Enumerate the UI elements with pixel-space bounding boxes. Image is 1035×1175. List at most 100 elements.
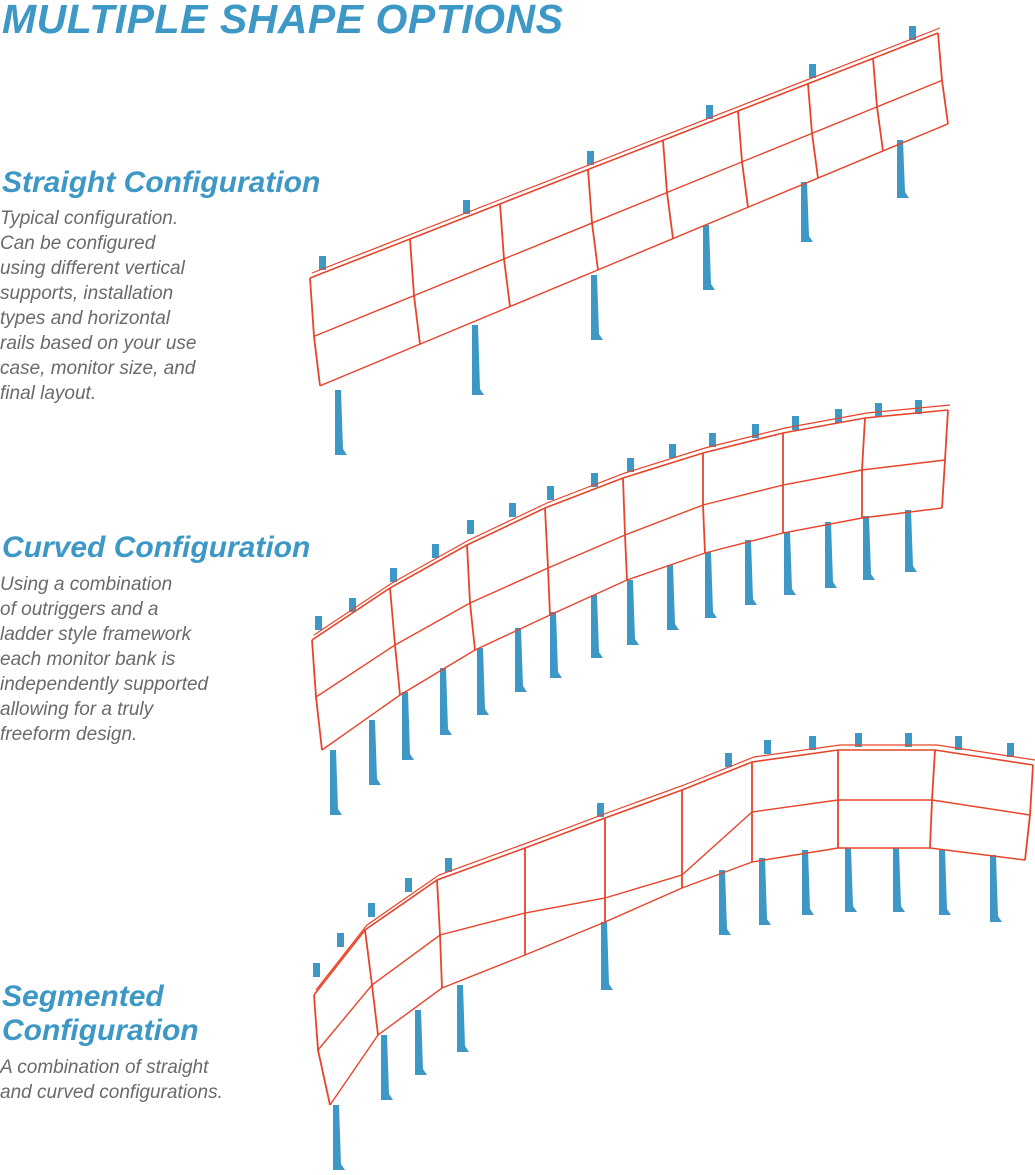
description-line: freeform design. (0, 724, 138, 745)
description-line: case, monitor size, and (0, 358, 196, 379)
support-post-top (809, 736, 816, 750)
support-post (905, 510, 917, 572)
support-post-top (809, 64, 816, 78)
support-post (784, 532, 796, 595)
support-post-top (315, 616, 322, 630)
support-post-top (319, 256, 326, 270)
curved-configuration-title: Curved Configuration (2, 531, 311, 564)
support-post-top (587, 151, 594, 165)
support-post (802, 850, 814, 915)
support-post-top (709, 433, 716, 447)
vertical-divider (364, 929, 379, 1036)
vertical-divider (409, 238, 421, 345)
support-post (893, 848, 905, 912)
bottom-rail (329, 847, 1026, 1106)
top-rail (309, 32, 939, 279)
support-post (330, 750, 342, 815)
vertical-divider (313, 994, 331, 1106)
support-post (440, 668, 452, 735)
curved-configuration-description: Using a combination of outriggers and a … (0, 572, 208, 747)
support-post-top (405, 878, 412, 892)
description-line: Typical configuration. (0, 208, 179, 229)
title-line: Segmented (2, 980, 164, 1013)
support-post (845, 848, 857, 912)
vertical-divider (1024, 764, 1034, 861)
support-post (601, 922, 613, 990)
support-post (369, 720, 381, 785)
support-post (705, 552, 717, 618)
support-post (719, 870, 731, 935)
support-post-top (792, 416, 799, 430)
description-line: and curved configurations. (0, 1082, 223, 1103)
support-post-top (390, 568, 397, 582)
support-post (825, 522, 837, 588)
support-post-top (752, 424, 759, 438)
support-post-top (725, 753, 732, 767)
vertical-divider (929, 749, 936, 849)
support-post-top (597, 803, 604, 817)
support-post-top (547, 486, 554, 500)
vertical-divider (466, 544, 476, 651)
top-rail (313, 749, 1034, 996)
vertical-divider (587, 169, 599, 270)
support-post (333, 1105, 345, 1170)
vertical-divider (499, 203, 511, 307)
support-post (863, 516, 875, 580)
support-post-top (463, 200, 470, 214)
middle-rail (317, 799, 1031, 1051)
vertical-divider (941, 409, 949, 509)
segmented-configuration-title: Segmented Configuration (2, 980, 199, 1048)
support-post (477, 648, 489, 715)
support-post-top (909, 26, 916, 40)
support-post (703, 225, 715, 290)
support-post (667, 565, 679, 630)
support-post-top (669, 444, 676, 458)
support-post-top (467, 520, 474, 534)
support-post-top (445, 858, 452, 872)
support-post-top (509, 503, 516, 517)
vertical-divider (872, 58, 884, 152)
support-post (627, 580, 639, 645)
support-post (515, 628, 527, 692)
vertical-divider (807, 83, 819, 179)
support-post (381, 1035, 393, 1100)
top-rail-edge (311, 27, 941, 274)
description-line: independently supported (0, 674, 209, 695)
description-line: rails based on your use (0, 333, 197, 354)
support-post-top (432, 544, 439, 558)
description-line: Can be configured (0, 233, 156, 254)
description-line: Using a combination (0, 574, 173, 595)
support-post (801, 182, 813, 242)
support-post-top (855, 733, 862, 747)
support-post (759, 858, 771, 925)
support-post-top (313, 963, 320, 977)
support-post (591, 595, 603, 658)
vertical-divider (389, 587, 401, 696)
straight-configuration-drawing (309, 26, 949, 455)
description-line: A combination of straight (0, 1057, 209, 1078)
support-post (939, 850, 951, 915)
vertical-divider (311, 639, 323, 751)
support-post-top (627, 458, 634, 472)
support-post (415, 1010, 427, 1075)
support-post-top (706, 105, 713, 119)
support-post-top (835, 409, 842, 423)
top-rail-edge (313, 404, 951, 636)
segmented-configuration-description: A combination of straight and curved con… (0, 1055, 223, 1105)
support-post (990, 855, 1002, 922)
support-post (335, 390, 347, 455)
support-post-top (337, 933, 344, 947)
support-post (897, 140, 909, 198)
title-line: Configuration (2, 1014, 199, 1047)
vertical-divider (662, 140, 674, 239)
vertical-divider (309, 277, 321, 386)
support-post-top (349, 598, 356, 612)
vertical-divider (737, 110, 749, 208)
support-post (472, 325, 484, 395)
support-post-top (368, 903, 375, 917)
description-line: allowing for a truly (0, 699, 154, 720)
description-line: types and horizontal (0, 308, 171, 329)
support-post (402, 692, 414, 760)
vertical-divider (436, 879, 443, 989)
